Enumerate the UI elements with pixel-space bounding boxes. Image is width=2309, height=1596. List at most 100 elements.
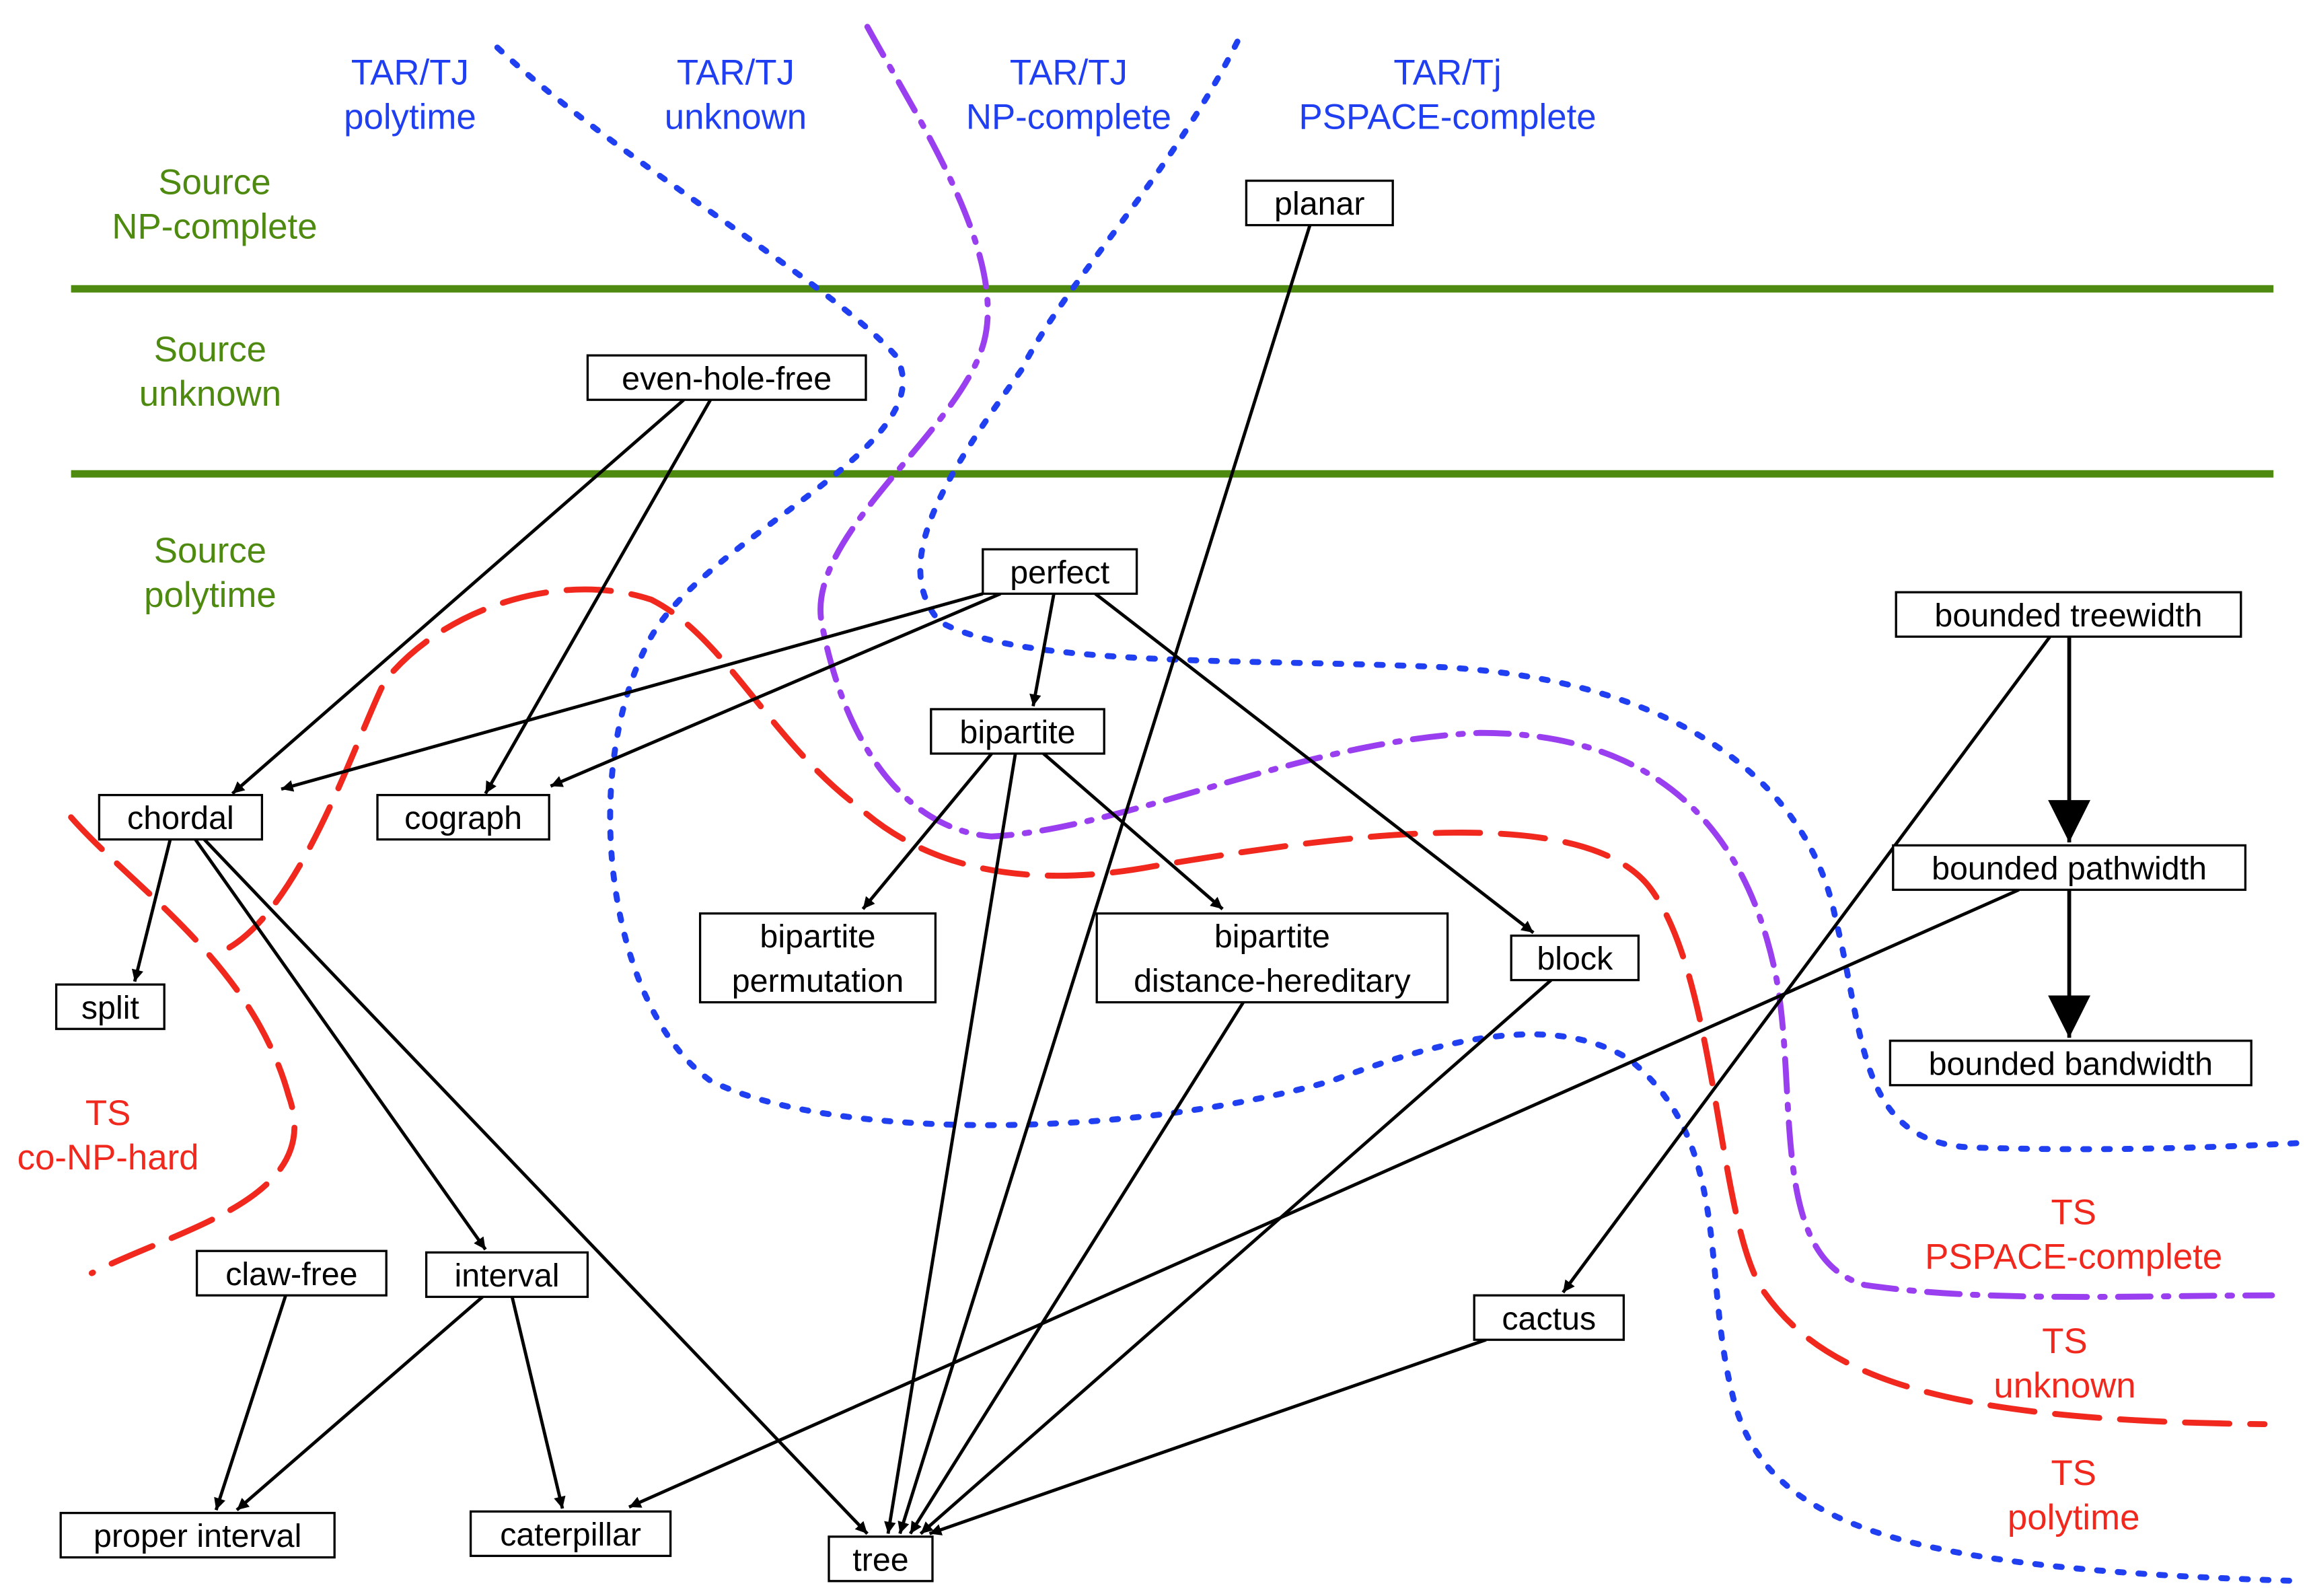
node-bounded-pathwidth-box [1892, 844, 2247, 892]
tar-unknown-label-line: unknown [665, 98, 807, 137]
edge-chordal-to-split [131, 839, 172, 982]
ts-poly-label-line: TS [2051, 1453, 2096, 1493]
ts-pspace-label-line: TS [2051, 1193, 2096, 1233]
node-claw-free: claw-free [195, 1249, 388, 1297]
node-split-label: split [81, 990, 140, 1026]
node-even-hole-free-label-line: even-hole-free [622, 361, 832, 397]
node-tree-box [828, 1535, 934, 1583]
ts-conp-label-line: TS [85, 1093, 131, 1133]
node-bipartite-permutation-box [698, 912, 937, 1004]
node-interval-box [425, 1251, 589, 1299]
node-split: split [54, 983, 166, 1030]
src-poly-label-line: polytime [144, 575, 277, 615]
node-chordal: chordal [98, 793, 264, 841]
tar-boundaries [494, 38, 2305, 1585]
node-proper-interval-label: proper interval [94, 1518, 301, 1554]
node-cograph-label-line: cograph [404, 800, 522, 836]
node-caterpillar-label-line: caterpillar [500, 1517, 641, 1553]
src-np-label-line: Source [158, 162, 270, 202]
node-claw-free-label: claw-free [225, 1256, 357, 1293]
edge-bipartite-to-bipartite-distance-hereditary [1042, 752, 1224, 910]
node-block: block [1510, 934, 1640, 982]
node-chordal-label: chordal [127, 800, 234, 836]
edges [131, 224, 2091, 1535]
node-chordal-box [98, 793, 264, 841]
node-bipartite-label-line: bipartite [959, 715, 1075, 751]
node-bipartite: bipartite [930, 708, 1105, 755]
node-perfect-label: perfect [1010, 554, 1109, 591]
node-bounded-treewidth-label: bounded treewidth [1934, 597, 2202, 634]
node-tree-label: tree [852, 1541, 908, 1578]
node-cactus-label: cactus [1502, 1301, 1596, 1337]
edge-perfect-to-chordal [281, 592, 984, 792]
node-interval-label-line: interval [455, 1258, 560, 1294]
tar-boundary-poly-unknown [494, 44, 2305, 1585]
tar-poly-label-line: TAR/TJ [351, 53, 469, 93]
ts-poly-label-line: polytime [2008, 1498, 2140, 1537]
nodes: planar even-hole-free perfect bounded treew… [54, 179, 2252, 1583]
node-tree: tree [828, 1535, 934, 1583]
node-even-hole-free-box [586, 354, 867, 401]
edge-interval-to-proper-interval [235, 1295, 484, 1512]
ts-boundaries [68, 586, 2268, 1428]
ts-boundary-conp [68, 814, 297, 1276]
node-cograph-box [376, 793, 550, 841]
node-bounded-bandwidth-label: bounded bandwidth [1929, 1046, 2213, 1082]
node-bipartite-label: bipartite [959, 715, 1075, 751]
tar-np-label-line: TAR/TJ [1010, 53, 1128, 93]
edge-cactus-to-tree [928, 1338, 1487, 1535]
source-boundaries [71, 285, 2274, 478]
edge-bounded-pathwidth-to-caterpillar [628, 888, 2020, 1509]
edge-even-hole-free-to-cograph [484, 398, 712, 795]
edge-bounded-treewidth-to-cactus [1562, 635, 2051, 1294]
edge-perfect-to-bipartite [1029, 593, 1056, 707]
node-perfect-box [982, 548, 1138, 595]
edge-interval-to-caterpillar [510, 1296, 566, 1509]
ts-boundary-pspace-unknown [226, 586, 2268, 1428]
tar-poly-label: TAR/TJ polytime [344, 53, 476, 137]
node-even-hole-free-label: even-hole-free [622, 361, 832, 397]
node-planar-label: planar [1274, 186, 1365, 222]
edge-bipartite-to-tree [884, 753, 1017, 1534]
tar-poly-label-line: polytime [344, 98, 476, 137]
node-bipartite-distance-hereditary-label-line: distance-hereditary [1134, 963, 1411, 999]
tar-pspace-label-line: PSPACE-complete [1299, 98, 1597, 137]
node-cactus-label-line: cactus [1502, 1301, 1596, 1337]
node-bounded-treewidth-box [1895, 591, 2242, 638]
edge-chordal-to-interval [194, 838, 487, 1251]
node-proper-interval-box [59, 1511, 336, 1559]
node-proper-interval: proper interval [59, 1511, 336, 1559]
node-bounded-pathwidth-label-line: bounded pathwidth [1932, 850, 2207, 887]
tar-boundary-np-pspace [917, 38, 2305, 1153]
node-tree-label-line: tree [852, 1541, 908, 1578]
node-perfect-label-line: perfect [1010, 554, 1109, 591]
ts-pspace-label-line: PSPACE-complete [1925, 1237, 2222, 1277]
node-interval: interval [425, 1251, 589, 1299]
node-cograph-label: cograph [404, 800, 522, 836]
np-boundary [817, 24, 2275, 1300]
src-poly-label-line: Source [154, 531, 266, 571]
node-chordal-label-line: chordal [127, 800, 234, 836]
node-bounded-treewidth: bounded treewidth [1895, 591, 2242, 638]
node-block-label: block [1537, 941, 1613, 977]
node-claw-free-label-line: claw-free [225, 1256, 357, 1293]
node-bipartite-distance-hereditary-box [1095, 912, 1449, 1004]
node-interval-label: interval [455, 1258, 560, 1294]
edge-perfect-to-block [1094, 592, 1535, 935]
node-cactus: cactus [1473, 1294, 1625, 1341]
src-unknown-label-line: unknown [139, 374, 281, 414]
edge-bipartite-distance-hereditary-to-tree [908, 1001, 1245, 1535]
